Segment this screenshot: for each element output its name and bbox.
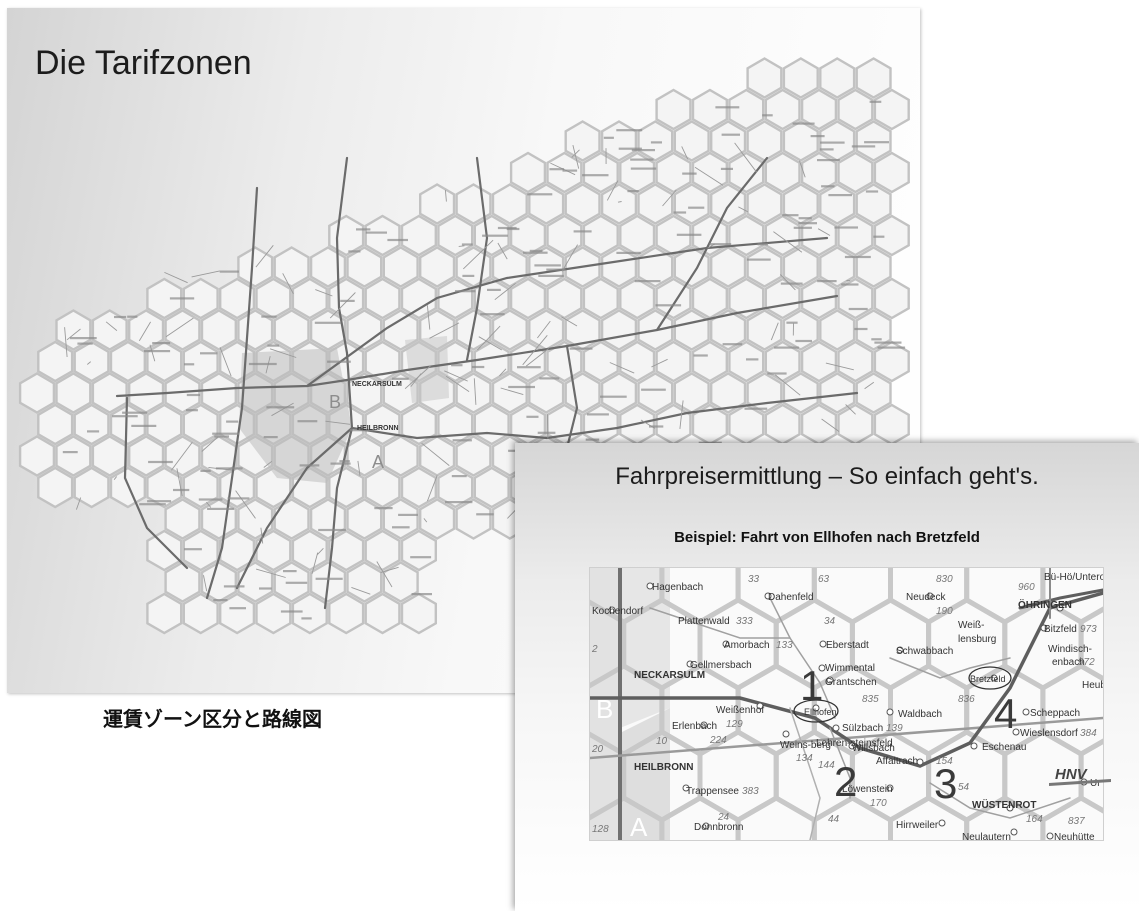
svg-text:44: 44 (828, 814, 840, 825)
svg-text:139: 139 (886, 723, 903, 734)
svg-text:Waldbach: Waldbach (898, 709, 942, 720)
svg-text:Bretzfeld: Bretzfeld (970, 674, 1006, 684)
svg-text:Dahenfeld: Dahenfeld (768, 592, 814, 603)
svg-text:NECKARSULM: NECKARSULM (634, 670, 705, 681)
svg-text:134: 134 (796, 753, 813, 764)
svg-text:63: 63 (818, 574, 830, 585)
zone-letters: B A (329, 392, 384, 472)
svg-text:34: 34 (824, 616, 836, 627)
svg-text:Ur: Ur (1090, 778, 1101, 789)
svg-text:Donnbronn: Donnbronn (694, 822, 743, 833)
svg-text:384: 384 (1080, 728, 1097, 739)
svg-text:24: 24 (717, 812, 730, 823)
svg-text:Kochendorf: Kochendorf (592, 606, 643, 617)
svg-text:1: 1 (800, 662, 823, 709)
svg-text:Eschenau: Eschenau (982, 742, 1026, 753)
svg-text:3: 3 (934, 760, 957, 807)
svg-text:224: 224 (709, 735, 727, 746)
svg-text:Neuhütte: Neuhütte (1054, 832, 1095, 840)
svg-text:33: 33 (748, 574, 760, 585)
svg-text:Löwenstein: Löwenstein (842, 784, 893, 795)
svg-text:lensburg: lensburg (958, 634, 996, 645)
svg-text:Scheppach: Scheppach (1030, 708, 1080, 719)
svg-text:129: 129 (726, 719, 743, 730)
svg-text:836: 836 (958, 694, 975, 705)
svg-text:830: 830 (936, 574, 953, 585)
svg-text:Plattenwald: Plattenwald (678, 616, 730, 627)
major-city-labels: NECKARSULM HEILBRONN (352, 381, 402, 432)
svg-text:HEILBRONN: HEILBRONN (634, 762, 693, 773)
svg-text:Weißenhof: Weißenhof (716, 705, 764, 716)
svg-text:835: 835 (862, 694, 879, 705)
svg-text:54: 54 (958, 782, 970, 793)
svg-text:144: 144 (818, 760, 835, 771)
svg-text:Lehren-steinsfeld: Lehren-steinsfeld (816, 738, 893, 749)
zone-b-letter: B (329, 392, 341, 412)
svg-text:Neulautern: Neulautern (962, 832, 1011, 840)
heilbronn-label: HEILBRONN (357, 425, 399, 432)
svg-text:Eberstadt: Eberstadt (826, 640, 869, 651)
svg-text:10: 10 (656, 736, 668, 747)
tariff-zone-overview-map: NECKARSULM HEILBRONN B A (18, 57, 910, 635)
svg-text:960: 960 (1018, 582, 1035, 593)
svg-text:Hagenbach: Hagenbach (652, 582, 703, 593)
neckarsulm-label: NECKARSULM (352, 381, 402, 388)
tariff-zones-slide: Die Tarifzonen NECKARSULM HEILBRONN B A (7, 8, 920, 693)
svg-text:973: 973 (1080, 624, 1097, 635)
svg-text:Hirrweiler: Hirrweiler (896, 820, 939, 831)
map-caption: 運賃ゾーン区分と路線図 (103, 707, 322, 731)
svg-text:Schwabbach: Schwabbach (896, 646, 953, 657)
svg-text:A: A (630, 812, 648, 840)
svg-text:Wimmental: Wimmental (825, 663, 875, 674)
svg-text:Windisch-: Windisch- (1048, 644, 1092, 655)
svg-text:Neudeck: Neudeck (906, 592, 946, 603)
svg-text:Grantschen: Grantschen (825, 677, 877, 688)
svg-text:154: 154 (936, 756, 953, 767)
svg-text:20: 20 (591, 744, 604, 755)
svg-text:Affaltrach: Affaltrach (876, 756, 918, 767)
svg-text:133: 133 (776, 640, 793, 651)
svg-text:Erlenbach: Erlenbach (672, 721, 717, 732)
place-labels (62, 100, 906, 620)
svg-text:972: 972 (1078, 657, 1095, 668)
svg-text:Willsbach: Willsbach (852, 743, 895, 754)
zone-a-letter: A (372, 452, 384, 472)
svg-text:2: 2 (591, 644, 598, 655)
svg-text:Trappensee: Trappensee (686, 786, 739, 797)
slide-title: Fahrpreisermittlung – So einfach geht's. (615, 463, 1039, 490)
svg-text:Ellhofen: Ellhofen (804, 707, 837, 717)
svg-text:Amorbach: Amorbach (724, 640, 770, 651)
svg-text:Gellmersbach: Gellmersbach (690, 660, 752, 671)
svg-text:Bitzfeld: Bitzfeld (1044, 624, 1077, 635)
svg-text:190: 190 (936, 606, 953, 617)
svg-text:ÖHRINGEN: ÖHRINGEN (1018, 598, 1072, 611)
svg-text:837: 837 (1068, 816, 1085, 827)
svg-text:Weiß-: Weiß- (958, 620, 984, 631)
svg-text:WÜSTENROT: WÜSTENROT (972, 798, 1036, 811)
svg-text:Heub: Heub (1082, 680, 1103, 691)
svg-text:Weins-berg: Weins-berg (780, 740, 831, 751)
fare-calculation-slide: Fahrpreisermittlung – So einfach geht's.… (515, 443, 1139, 911)
svg-text:4: 4 (994, 690, 1017, 737)
svg-text:enbach: enbach (1052, 657, 1085, 668)
svg-text:Sülzbach: Sülzbach (842, 723, 883, 734)
svg-text:128: 128 (592, 824, 609, 835)
hnv-logo: HNV (1049, 766, 1111, 786)
svg-text:HNV: HNV (1055, 766, 1089, 783)
slide-title: Die Tarifzonen (35, 44, 252, 82)
fare-example-map: Hagenbach Dahenfeld Kochendorf Plattenwa… (589, 567, 1104, 841)
svg-text:B: B (596, 694, 613, 724)
svg-text:170: 170 (870, 798, 887, 809)
example-subtitle: Beispiel: Fahrt von Ellhofen nach Bretzf… (674, 529, 980, 546)
svg-text:164: 164 (1026, 814, 1043, 825)
svg-text:383: 383 (742, 786, 759, 797)
svg-text:2: 2 (834, 758, 857, 805)
svg-text:333: 333 (736, 616, 753, 627)
svg-text:Wieslensdorf: Wieslensdorf (1020, 728, 1078, 739)
svg-text:Bü-Hö/Untero: Bü-Hö/Untero (1044, 572, 1103, 583)
